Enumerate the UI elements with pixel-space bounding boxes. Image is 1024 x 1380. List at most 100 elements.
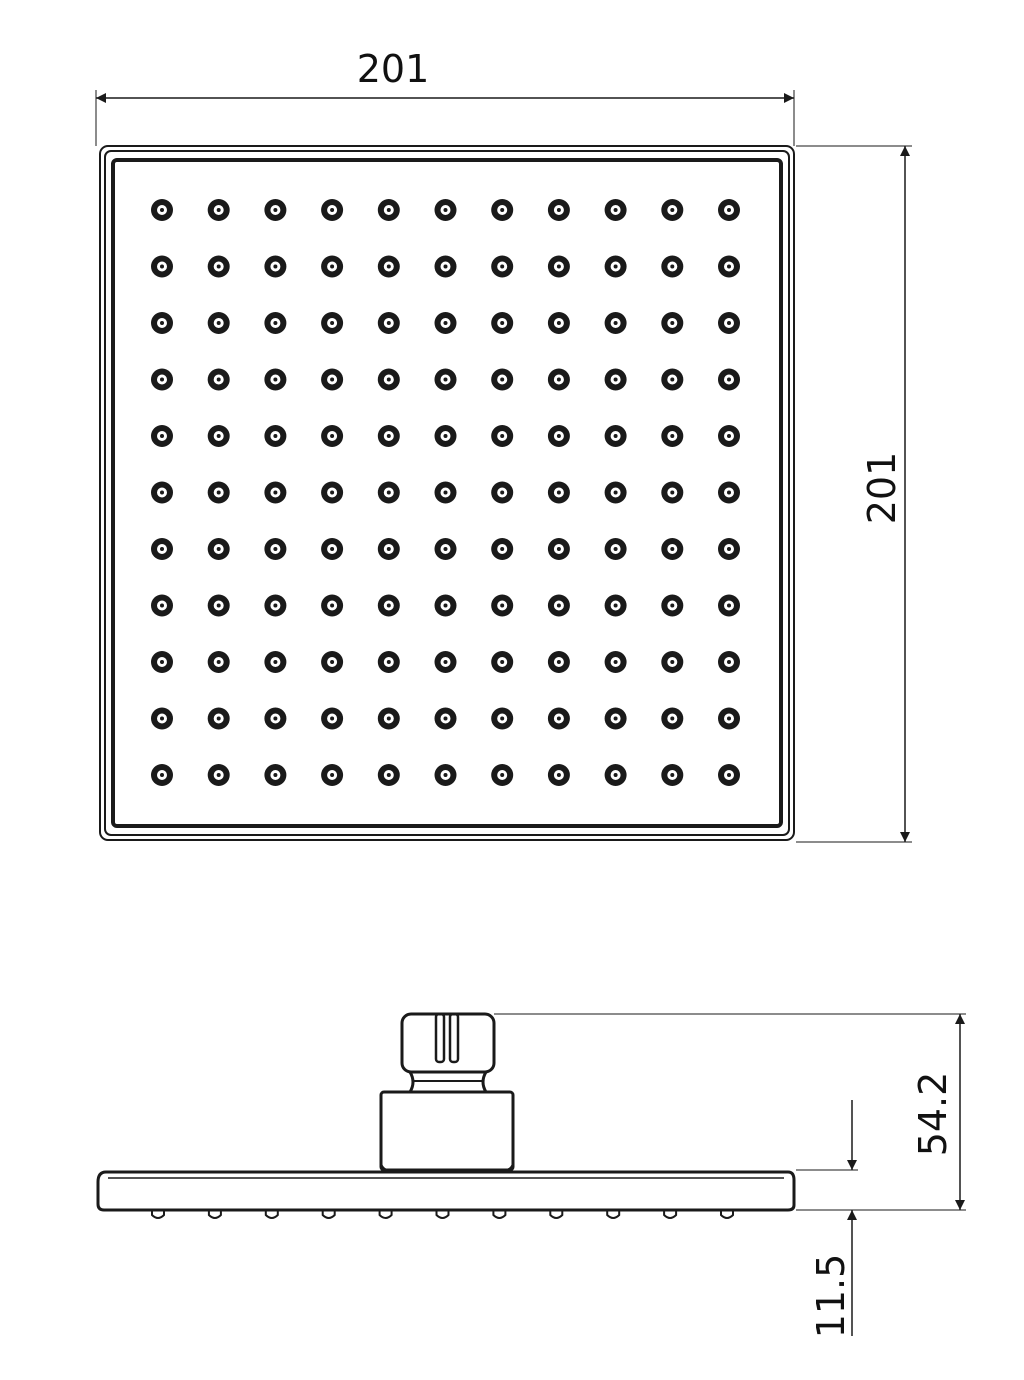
total-height-label: 54.2 — [911, 1072, 955, 1157]
nozzle-hole — [386, 377, 391, 382]
nozzle — [547, 425, 570, 447]
nozzle-hole — [670, 208, 675, 212]
nozzle-hole — [386, 716, 391, 721]
nozzle-hole — [443, 490, 448, 495]
nozzle-hole — [613, 208, 618, 212]
nozzle — [491, 538, 514, 560]
nozzle — [321, 481, 344, 504]
nozzle-hole — [386, 434, 391, 438]
nozzle-hole — [500, 716, 505, 721]
nozzle-hole — [670, 547, 675, 551]
nozzle-hole — [727, 264, 731, 269]
bottom-nozzle — [264, 1210, 279, 1219]
nozzle — [434, 199, 457, 221]
nozzle — [604, 707, 627, 730]
nozzle — [661, 764, 684, 786]
bottom-nozzle — [720, 1210, 734, 1219]
side-view: 54.2 11.5 — [96, 1012, 966, 1338]
nozzle-hole — [670, 660, 675, 664]
nozzle — [207, 368, 230, 391]
nozzle-hole — [670, 773, 675, 777]
nozzle-hole — [727, 660, 731, 664]
nozzle-hole — [613, 660, 618, 664]
nozzle-hole — [330, 321, 335, 325]
plate-thickness-label: 11.5 — [809, 1254, 853, 1339]
plate-thickness-dimension: 11.5 — [796, 1100, 858, 1338]
nozzle-hole — [160, 321, 164, 325]
width-dimension-label: 201 — [357, 47, 430, 91]
nozzle — [718, 594, 740, 617]
nozzle-hole — [500, 321, 505, 325]
nozzle-hole — [273, 773, 278, 777]
nozzle-hole — [330, 716, 335, 721]
height-dimension-label: 201 — [860, 452, 904, 525]
shower-plate-side — [96, 1170, 796, 1212]
nozzle — [264, 425, 287, 447]
plate-outer-outline — [99, 145, 795, 841]
nozzle-hole — [160, 377, 164, 382]
nozzle — [151, 594, 173, 617]
nozzle — [718, 651, 740, 673]
nozzle-hole — [500, 264, 505, 269]
nozzle-hole — [727, 208, 731, 212]
nozzle-hole — [500, 434, 505, 438]
nozzle — [547, 481, 570, 504]
bottom-nozzle — [321, 1210, 336, 1219]
nozzle-hole — [727, 321, 731, 325]
nozzle — [207, 651, 230, 673]
nozzle-hole — [670, 321, 675, 325]
nozzle — [491, 312, 514, 334]
nozzle — [377, 312, 400, 334]
nozzle-hole — [727, 603, 731, 608]
nozzle — [377, 651, 400, 673]
nozzle — [151, 481, 173, 504]
nozzle — [661, 651, 684, 673]
nozzle — [661, 199, 684, 221]
nozzle-hole — [613, 434, 618, 438]
nozzle-hole — [727, 773, 731, 777]
nozzle — [604, 481, 627, 504]
nozzle — [321, 199, 344, 221]
nozzle — [604, 764, 627, 786]
nozzle-hole — [330, 490, 335, 495]
nozzle-hole — [273, 264, 278, 269]
nozzle-hole — [500, 377, 505, 382]
nozzle — [264, 651, 287, 673]
nozzle — [377, 368, 400, 391]
arm-cylinder — [379, 1090, 515, 1172]
nozzle-hole — [556, 547, 561, 551]
bottom-nozzle — [549, 1210, 564, 1219]
nozzle-hole — [443, 773, 448, 777]
nozzle — [434, 425, 457, 447]
nozzle-hole — [386, 660, 391, 664]
nozzle-hole — [160, 716, 164, 721]
nozzle-hole — [613, 377, 618, 382]
nozzle — [718, 425, 740, 447]
nozzle — [604, 651, 627, 673]
nozzle — [321, 425, 344, 447]
nozzle-hole — [556, 490, 561, 495]
nozzle-hole — [273, 716, 278, 721]
nozzle-hole — [216, 321, 221, 325]
nozzle-hole — [216, 603, 221, 608]
nozzle — [434, 707, 457, 730]
nozzle — [264, 538, 287, 560]
nozzle — [718, 312, 740, 334]
nozzle-hole — [443, 603, 448, 608]
nozzle-hole — [613, 490, 618, 495]
nozzle-hole — [216, 660, 221, 664]
nozzle — [264, 199, 287, 221]
nozzle — [547, 368, 570, 391]
nozzle-hole — [330, 660, 335, 664]
nozzle — [207, 707, 230, 730]
nozzle — [377, 425, 400, 447]
nozzle — [321, 594, 344, 617]
nozzle-hole — [443, 377, 448, 382]
top-view: 201 201 — [95, 47, 912, 843]
nozzle — [434, 651, 457, 673]
nozzle-hole — [613, 321, 618, 325]
nozzle — [434, 538, 457, 560]
plate-inner-face — [111, 158, 783, 828]
nozzle-hole — [443, 264, 448, 269]
nozzle-hole — [386, 490, 391, 495]
